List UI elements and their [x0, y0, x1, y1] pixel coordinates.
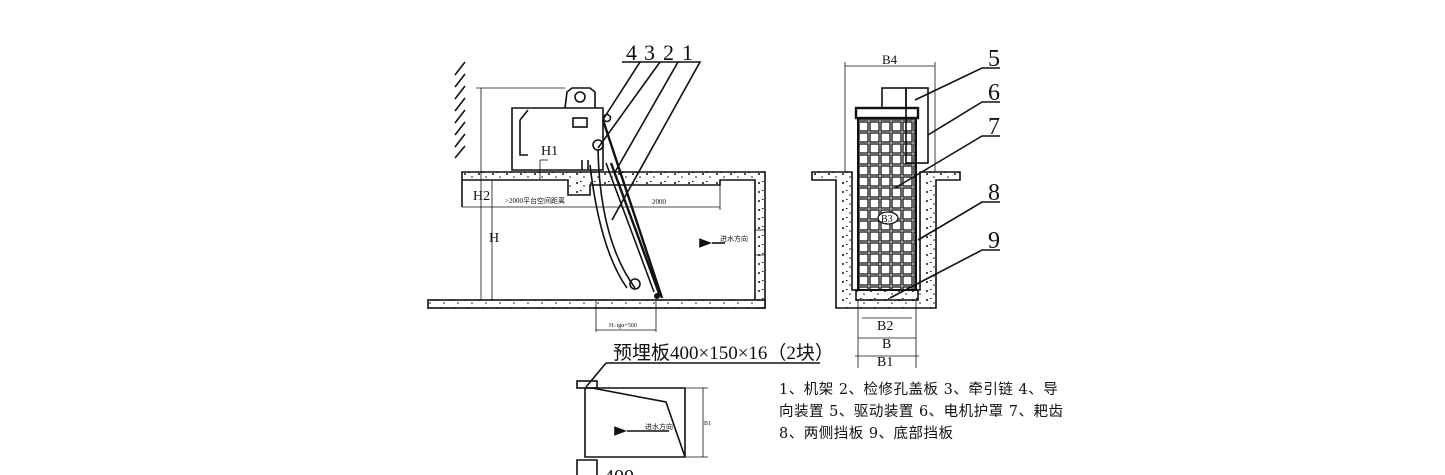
plan-dim-400-label: 400 — [604, 466, 634, 475]
callout-1: 1 — [682, 40, 693, 65]
legend-line: 向装置 5、驱动装置 6、电机护罩 7、耙齿 — [779, 404, 1064, 420]
callout-9: 9 — [988, 228, 1000, 254]
dim-b-label: B — [882, 337, 891, 352]
dimension-lines — [462, 87, 721, 332]
machine-frame — [511, 107, 604, 171]
plan-dim-b1-label: B1 — [704, 421, 711, 427]
callout-5: 5 — [988, 46, 1000, 72]
dim-b1-label: B1 — [877, 355, 893, 370]
front-callout-leaders — [889, 67, 1000, 299]
callout-8: 8 — [988, 180, 1000, 206]
screen-assembly — [581, 113, 664, 299]
front-dimension-lines — [844, 62, 936, 368]
legend-line: 8、两侧挡板 9、底部挡板 — [779, 426, 954, 442]
bottom-slab — [427, 299, 766, 309]
screen-body — [857, 117, 917, 291]
legend-line: 1、机架 2、检修孔盖板 3、牵引链 4、导 — [779, 382, 1059, 398]
side-view: 4 3 2 1 H1 H2 H >2000平台空间距离 2000 进水方向 H÷… — [427, 40, 766, 332]
parts-legend: 1、机架 2、检修孔盖板 3、牵引链 4、导 向装置 5、驱动装置 6、电机护罩… — [779, 379, 1064, 445]
base-offset-label: H÷tgα+500 — [609, 323, 637, 329]
platform-length-label: 2000 — [652, 198, 667, 206]
plan-view: B1 进水方向 400 — [576, 380, 711, 475]
drive-unit — [564, 87, 596, 109]
callout-7: 7 — [988, 114, 1000, 140]
motor-guard — [905, 87, 929, 164]
motor — [881, 87, 907, 109]
platform-clearance-label: >2000平台空间距离 — [505, 196, 565, 205]
channel-concrete — [811, 171, 961, 309]
dim-h2-label: H2 — [473, 189, 490, 204]
callout-leaders — [597, 61, 702, 221]
callout-6: 6 — [988, 80, 1000, 106]
front-view: B3 5 6 7 8 9 B4 B2 B B1 — [811, 46, 1000, 370]
plan-flow-direction-label: 进水方向 — [645, 422, 673, 431]
b3-marker — [877, 211, 899, 225]
callout-3: 3 — [644, 40, 655, 65]
dim-b4-label: B4 — [882, 52, 898, 67]
dim-b3-label: B3 — [881, 214, 893, 225]
drive-sprocket-icon — [574, 91, 586, 103]
dim-h1-label: H1 — [541, 144, 558, 159]
dim-b2-label: B2 — [877, 319, 893, 334]
callout-2: 2 — [663, 40, 674, 65]
embedded-plate-label: 预埋板400×150×16（2块） — [613, 342, 834, 364]
flow-direction-label: 进水方向 — [720, 234, 748, 243]
callout-4: 4 — [626, 40, 637, 65]
inspection-window — [572, 117, 588, 128]
dim-h-label: H — [489, 231, 499, 246]
wall-hatch — [454, 61, 466, 159]
